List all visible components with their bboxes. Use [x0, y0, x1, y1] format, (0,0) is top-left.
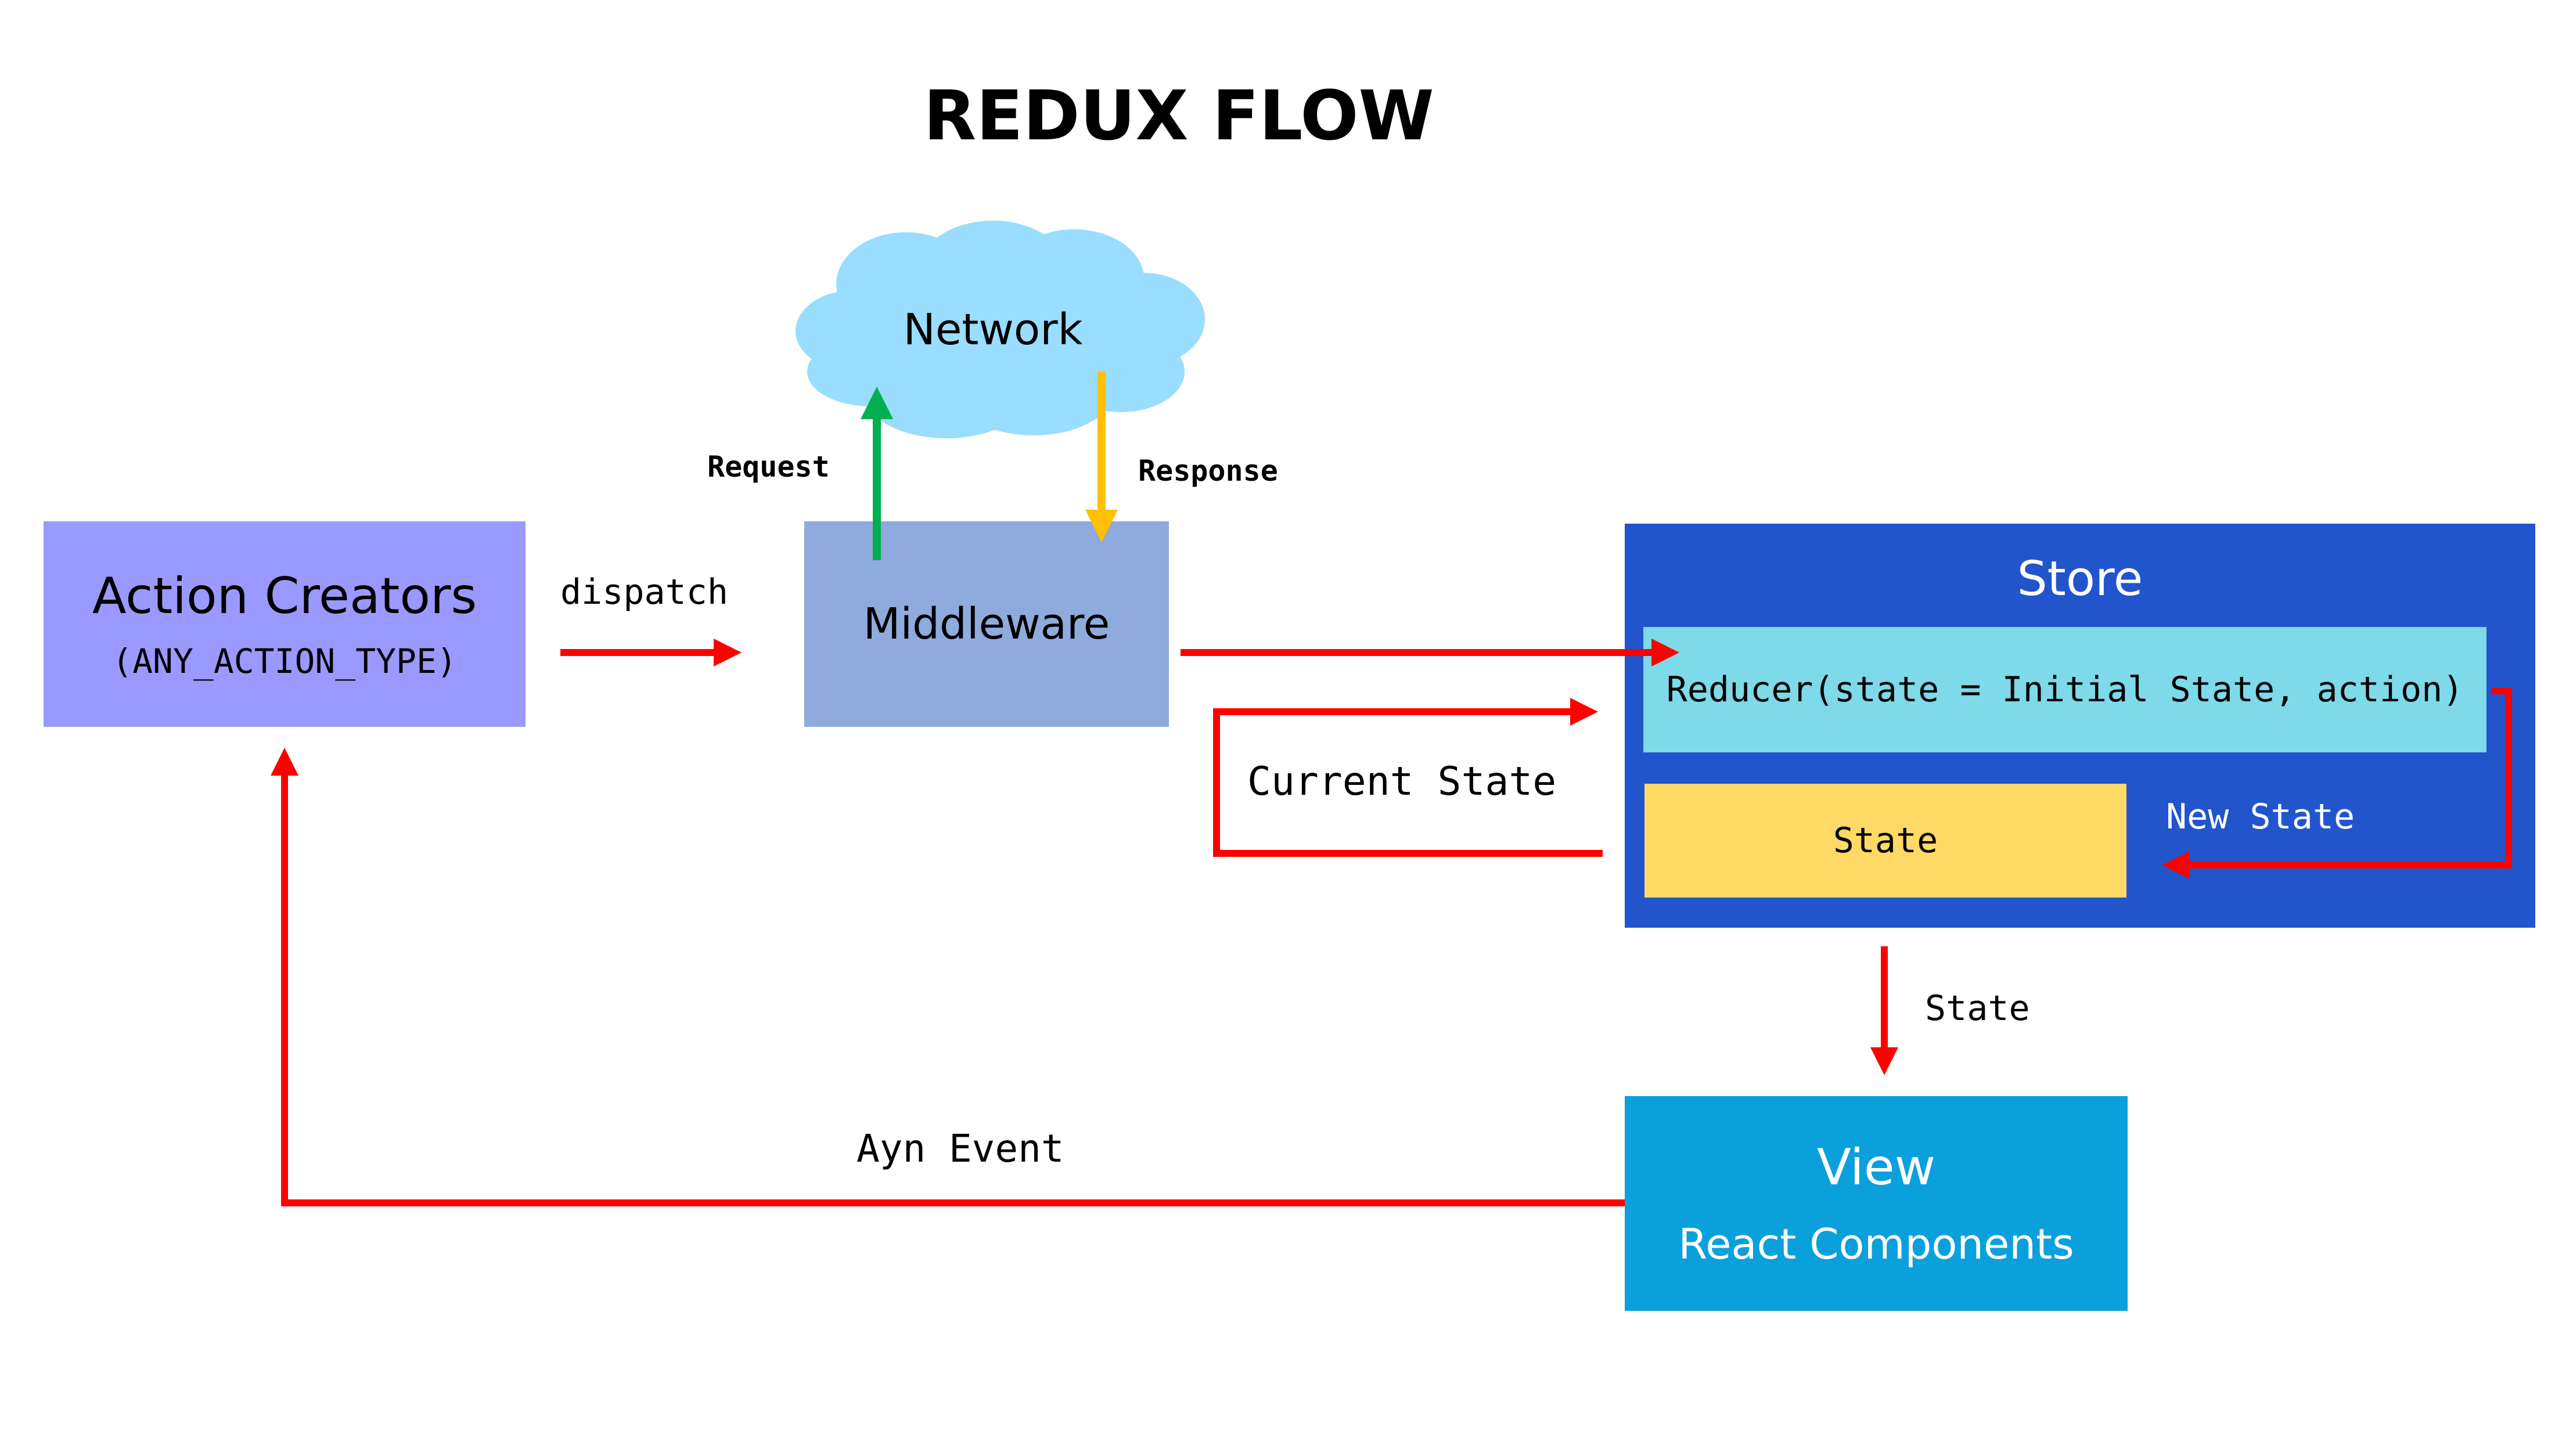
reducer-label: Reducer(state = Initial State, action)	[1666, 669, 2464, 710]
action-creators-box: Action Creators (ANY_ACTION_TYPE)	[44, 521, 526, 727]
view-title: View	[1816, 1138, 1936, 1196]
ayn-event-label: Ayn Event	[857, 1126, 1064, 1171]
request-label: Request	[707, 450, 830, 484]
ayn-event-arrow	[271, 748, 1625, 1206]
middleware-label: Middleware	[863, 599, 1110, 649]
new-state-label: New State	[2166, 797, 2355, 837]
state-edge-label: State	[1925, 988, 2030, 1029]
response-label: Response	[1138, 454, 1278, 488]
new-state-arrow	[2162, 687, 2512, 879]
action-creators-subtitle: (ANY_ACTION_TYPE)	[112, 641, 457, 681]
state-box: State	[1644, 784, 2126, 898]
middleware-box: Middleware	[804, 521, 1169, 727]
network-label: Network	[903, 305, 1083, 355]
store-label: Store	[2017, 552, 2143, 607]
view-subtitle: React Components	[1678, 1220, 2074, 1268]
reducer-box: Reducer(state = Initial State, action)	[1643, 627, 2486, 752]
network-cloud	[796, 221, 1205, 438]
dispatch-label: dispatch	[560, 572, 728, 612]
current-state-label: Current State	[1247, 759, 1557, 805]
view-box: View React Components	[1625, 1096, 2128, 1311]
current-state-arrow	[1213, 698, 1603, 857]
state-box-label: State	[1833, 820, 1938, 861]
action-creators-title: Action Creators	[92, 567, 477, 625]
diagram-title: REDUX FLOW	[923, 75, 1434, 156]
